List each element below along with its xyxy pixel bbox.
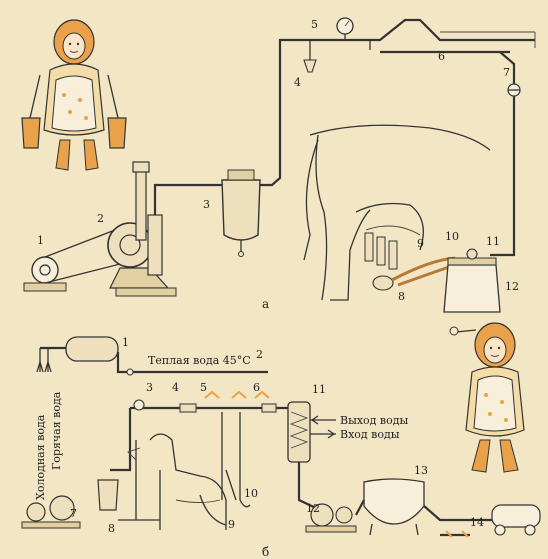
water-heater-1 — [65, 336, 119, 362]
part-b-callout-7: 7 — [70, 507, 77, 520]
part-b-callout-8: 8 — [108, 522, 115, 535]
water-out-label: Выход воды — [340, 414, 409, 427]
stopcock-7 — [507, 83, 521, 97]
part-a-callout-4: 4 — [294, 76, 301, 89]
milkmaid-with-pails-figure — [21, 19, 127, 171]
part-a-callout-1: 1 — [37, 234, 44, 247]
collector-10 — [239, 499, 251, 508]
vacuum-gauge-3 — [133, 399, 145, 411]
tank-truck-14 — [491, 504, 541, 536]
warm-water-pipe — [116, 352, 268, 374]
part-a-callout-3: 3 — [203, 198, 210, 211]
part-a-callout-6: 6 — [438, 50, 445, 63]
part-b-callout-10: 10 — [244, 487, 258, 500]
part-b-callout-13: 13 — [414, 464, 428, 477]
part-b-callout-14: 14 — [470, 516, 484, 529]
milkmaid-waving-figure — [449, 322, 525, 473]
pump-7 — [21, 495, 81, 529]
part-b-callout-2: 2 — [256, 348, 263, 361]
vacuum-pump-2 — [107, 161, 177, 297]
water-in-label: Вход воды — [340, 428, 400, 441]
milking-cups-8 — [364, 232, 398, 291]
part-b-callout-4: 4 — [172, 381, 179, 394]
part-a-callout-12: 12 — [505, 280, 519, 293]
part-b-callout-9: 9 — [228, 518, 235, 531]
part-b-callout-6: 6 — [253, 381, 260, 394]
motor-1 — [23, 256, 67, 292]
part-b-callout-1: 1 — [122, 336, 129, 349]
part-b-caption: б — [262, 545, 269, 559]
cold-water-label: Холодная вода — [34, 414, 47, 500]
filter-8 — [97, 479, 119, 511]
warm-water-label: Теплая вода 45°C — [148, 354, 251, 367]
part-a-callout-11: 11 — [486, 235, 500, 248]
vacuum-gauge-5 — [336, 17, 354, 40]
milk-pump-12 — [305, 503, 357, 533]
milk-return-pipe — [490, 90, 516, 257]
hot-water-label: Горячая вода — [50, 391, 63, 470]
part-b-callout-11: 11 — [312, 383, 326, 396]
part-b-callout-3: 3 — [146, 381, 153, 394]
milk-can-12 — [443, 248, 501, 313]
part-b-callout-12: 12 — [306, 502, 320, 515]
part-a-callout-10: 10 — [445, 230, 459, 243]
cow-figure — [303, 124, 491, 301]
part-a-callout-7: 7 — [503, 66, 510, 79]
part-a-diagram: 1 2 3 4 5 6 7 8 9 10 11 12 а — [21, 17, 536, 313]
part-a-callout-2: 2 — [97, 212, 104, 225]
part-a-callout-9: 9 — [417, 237, 424, 250]
vacuum-balloon-3 — [221, 169, 261, 257]
milk-tank-13 — [363, 478, 425, 536]
milk-cooler-11 — [287, 401, 311, 463]
part-a-caption: а — [262, 297, 269, 311]
vacuum-line — [153, 18, 535, 215]
part-a-callout-8: 8 — [398, 290, 405, 303]
part-b-callout-5: 5 — [200, 381, 207, 394]
milking-cluster-9 — [199, 469, 237, 526]
part-b-diagram: Теплая вода 45°C 1 2 Холодная вода Горяч… — [21, 322, 541, 559]
vacuum-regulator-4 — [303, 40, 317, 73]
part-a-callout-5: 5 — [311, 18, 318, 31]
